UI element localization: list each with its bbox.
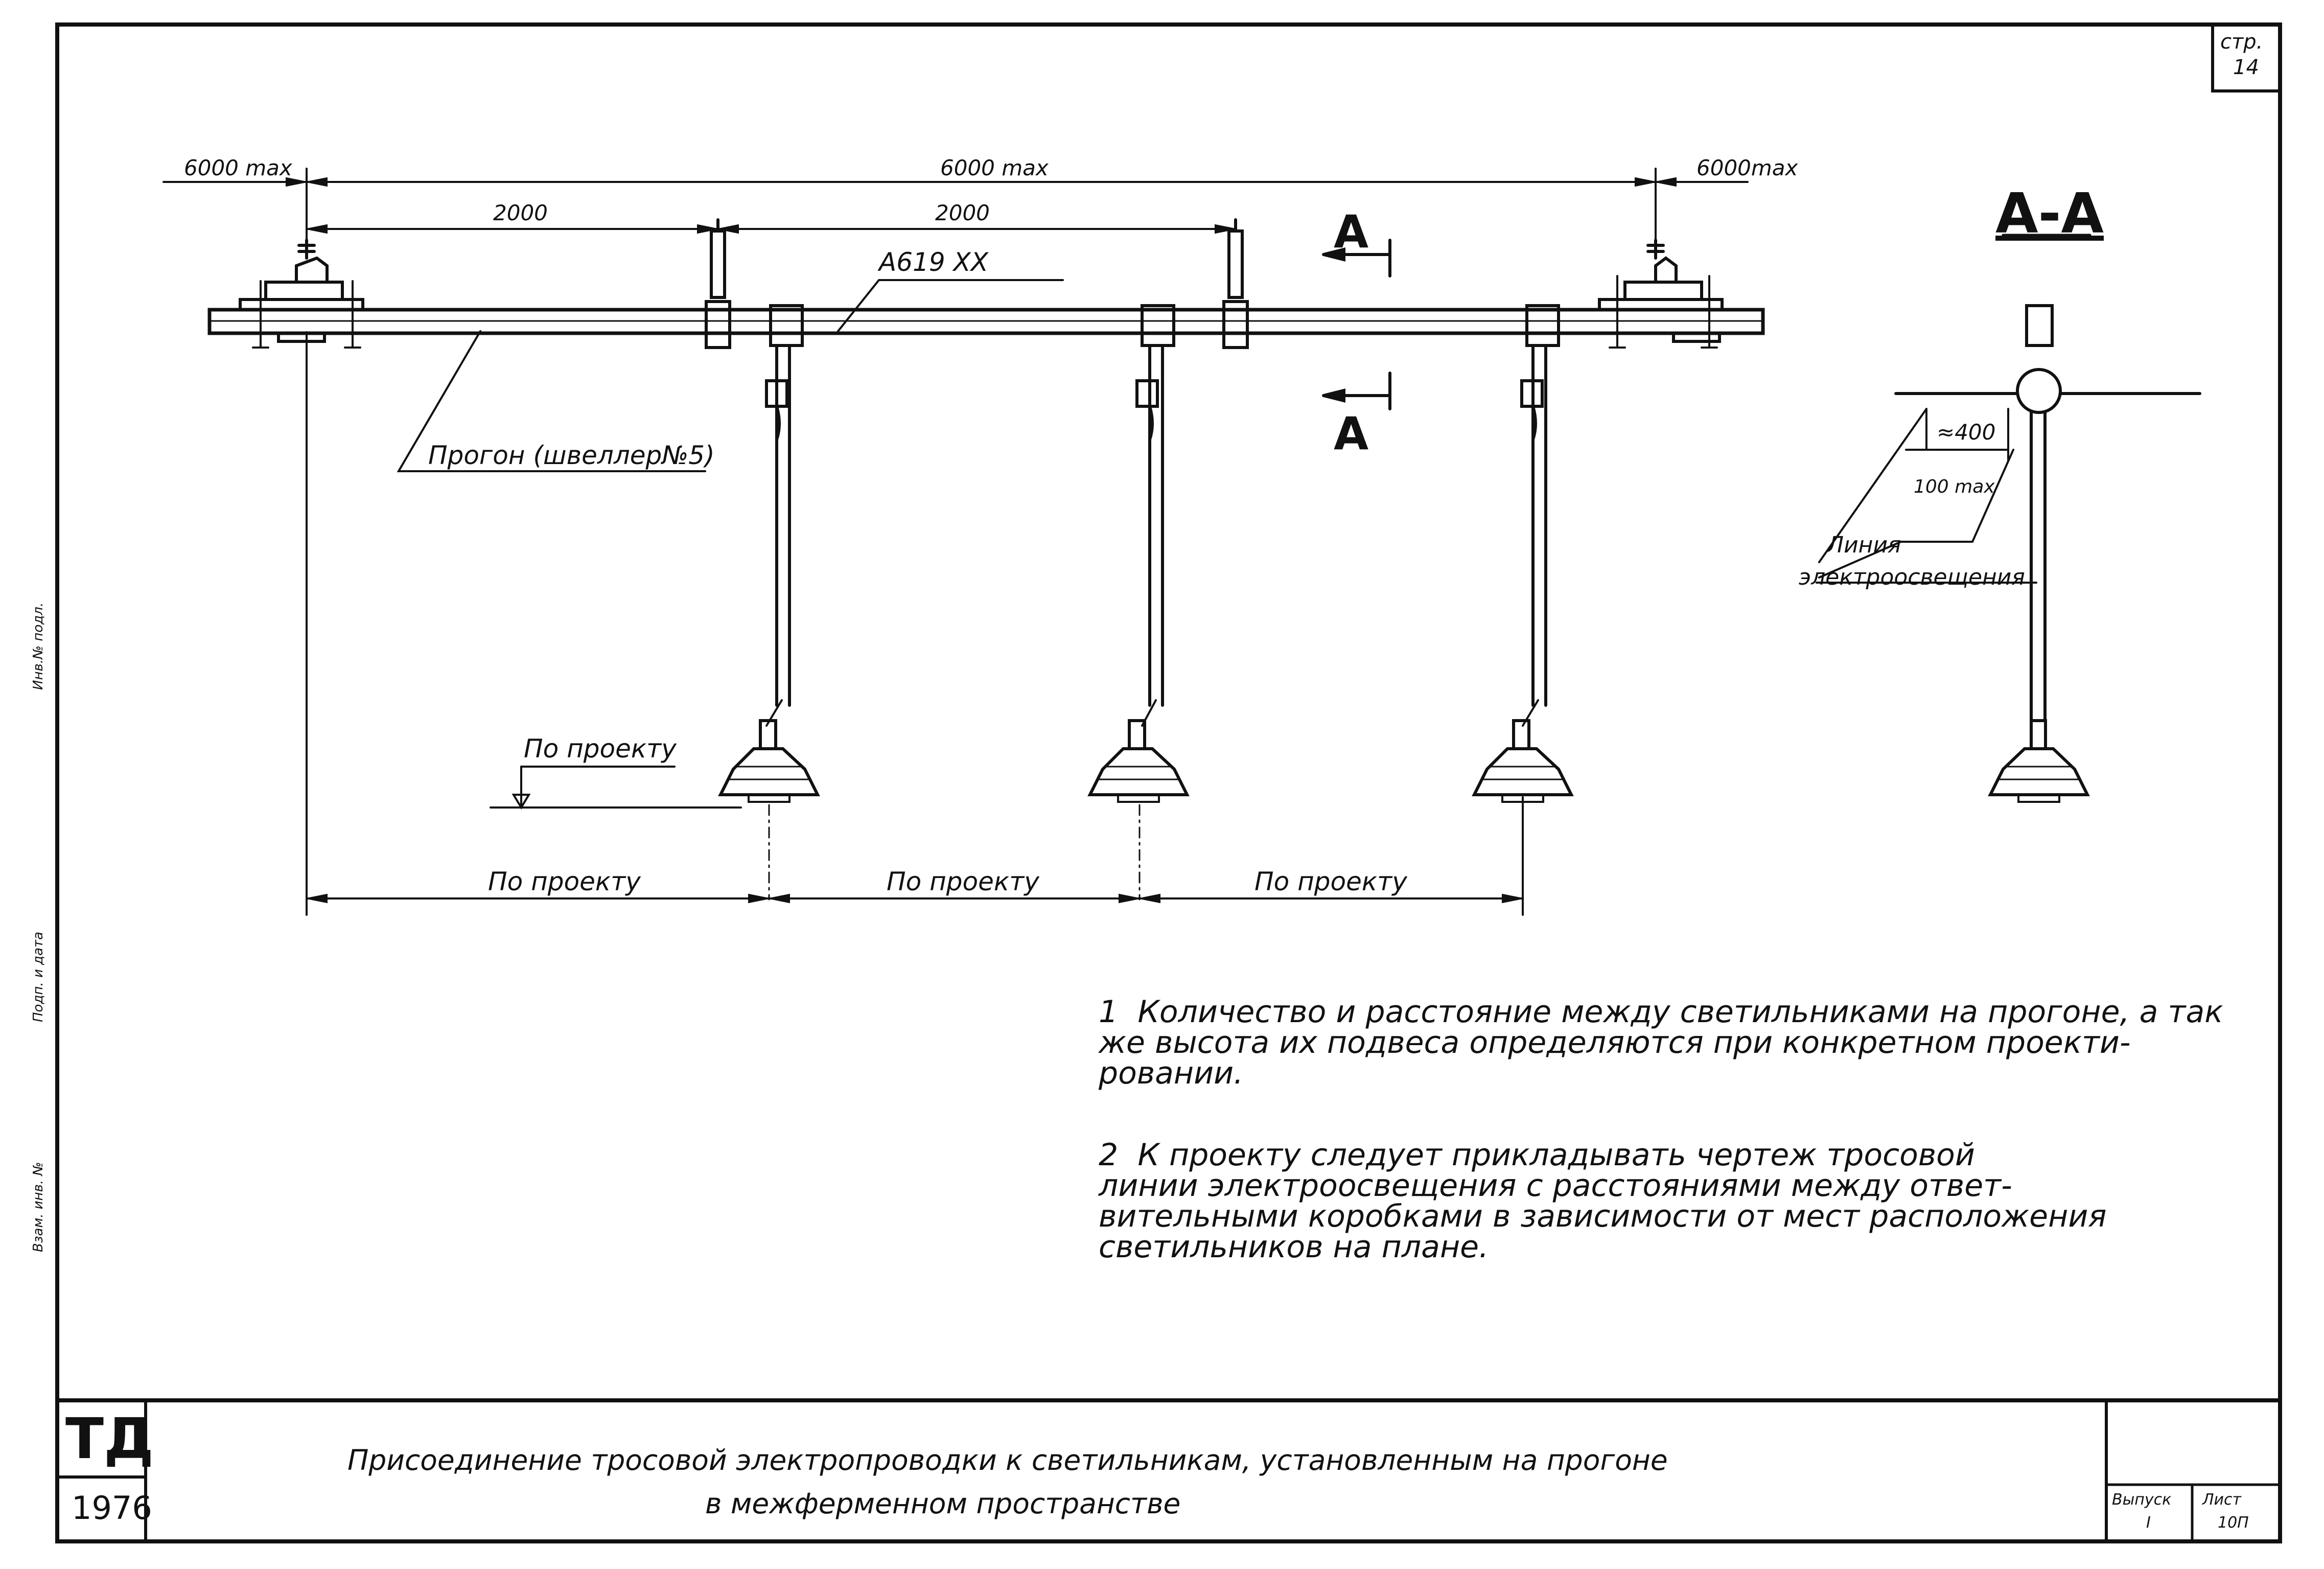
right-support <box>1598 239 1724 349</box>
note-1: 1 Количество и расстояние между светильн… <box>1099 994 2223 1091</box>
clamp-1 <box>705 218 731 349</box>
cable-label: А619 ХХ <box>879 247 989 277</box>
side-stamp-2: Подп. и дата <box>31 931 46 1022</box>
dim-spacing-2: 2000 <box>935 200 990 225</box>
luminaire-1 <box>718 304 820 803</box>
clamp-2 <box>1222 218 1249 349</box>
section-dim-400: ≈400 <box>1937 420 1996 445</box>
left-support <box>239 239 364 349</box>
level-mark <box>490 766 742 810</box>
dim-left-overhang: 6000 max <box>184 155 292 180</box>
purlin-label: Прогон (швеллер№5) <box>428 441 715 470</box>
sheet-label: Лист <box>2202 1491 2242 1509</box>
section-line-label-1: Линия <box>1827 532 1901 558</box>
dim-bottom-3: По проекту <box>1254 867 1407 896</box>
luminaire-2 <box>1087 304 1190 803</box>
side-stamp-3: Взам. инв. № <box>31 1162 46 1252</box>
page-number-box <box>2211 23 2282 93</box>
dim-spacing-1: 2000 <box>493 200 548 225</box>
purlin-leader <box>397 330 706 472</box>
cut-label-bottom: А <box>1334 407 1369 460</box>
cable-leader <box>837 279 1064 332</box>
cut-label-top: А <box>1334 205 1369 258</box>
page-number-label: стр. <box>2220 30 2263 54</box>
section-view <box>1816 234 2201 803</box>
section-title: А-А <box>1995 182 2104 246</box>
section-dim-100: 100 max <box>1914 476 1995 497</box>
luminaire-3 <box>1472 304 1574 803</box>
title-block-logo: ТД <box>65 1406 154 1471</box>
dim-bottom-1: По проекту <box>488 867 641 896</box>
dim-right-overhang: 6000max <box>1696 155 1798 180</box>
title-block-year: 1976 <box>72 1489 152 1527</box>
cut-marks <box>1322 239 1391 410</box>
sheet-value: 10П <box>2218 1514 2249 1532</box>
title-line-2: в межферменном пространстве <box>705 1487 1181 1520</box>
side-stamp-1: Инв.№ подл. <box>31 602 46 690</box>
issue-value: I <box>2146 1514 2151 1532</box>
page-number: 14 <box>2233 56 2259 79</box>
title-line-1: Присоединение тросовой электропроводки к… <box>347 1444 1668 1476</box>
issue-label: Выпуск <box>2112 1491 2172 1509</box>
dim-bottom-2: По проекту <box>887 867 1039 896</box>
section-line-label-2: электроосвещения <box>1799 564 2025 590</box>
level-label: По проекту <box>524 734 677 764</box>
sheet-frame <box>55 22 2282 1543</box>
note-2: 2 К проекту следует прикладывать чертеж … <box>1099 1137 2107 1265</box>
dim-span: 6000 max <box>940 155 1049 180</box>
